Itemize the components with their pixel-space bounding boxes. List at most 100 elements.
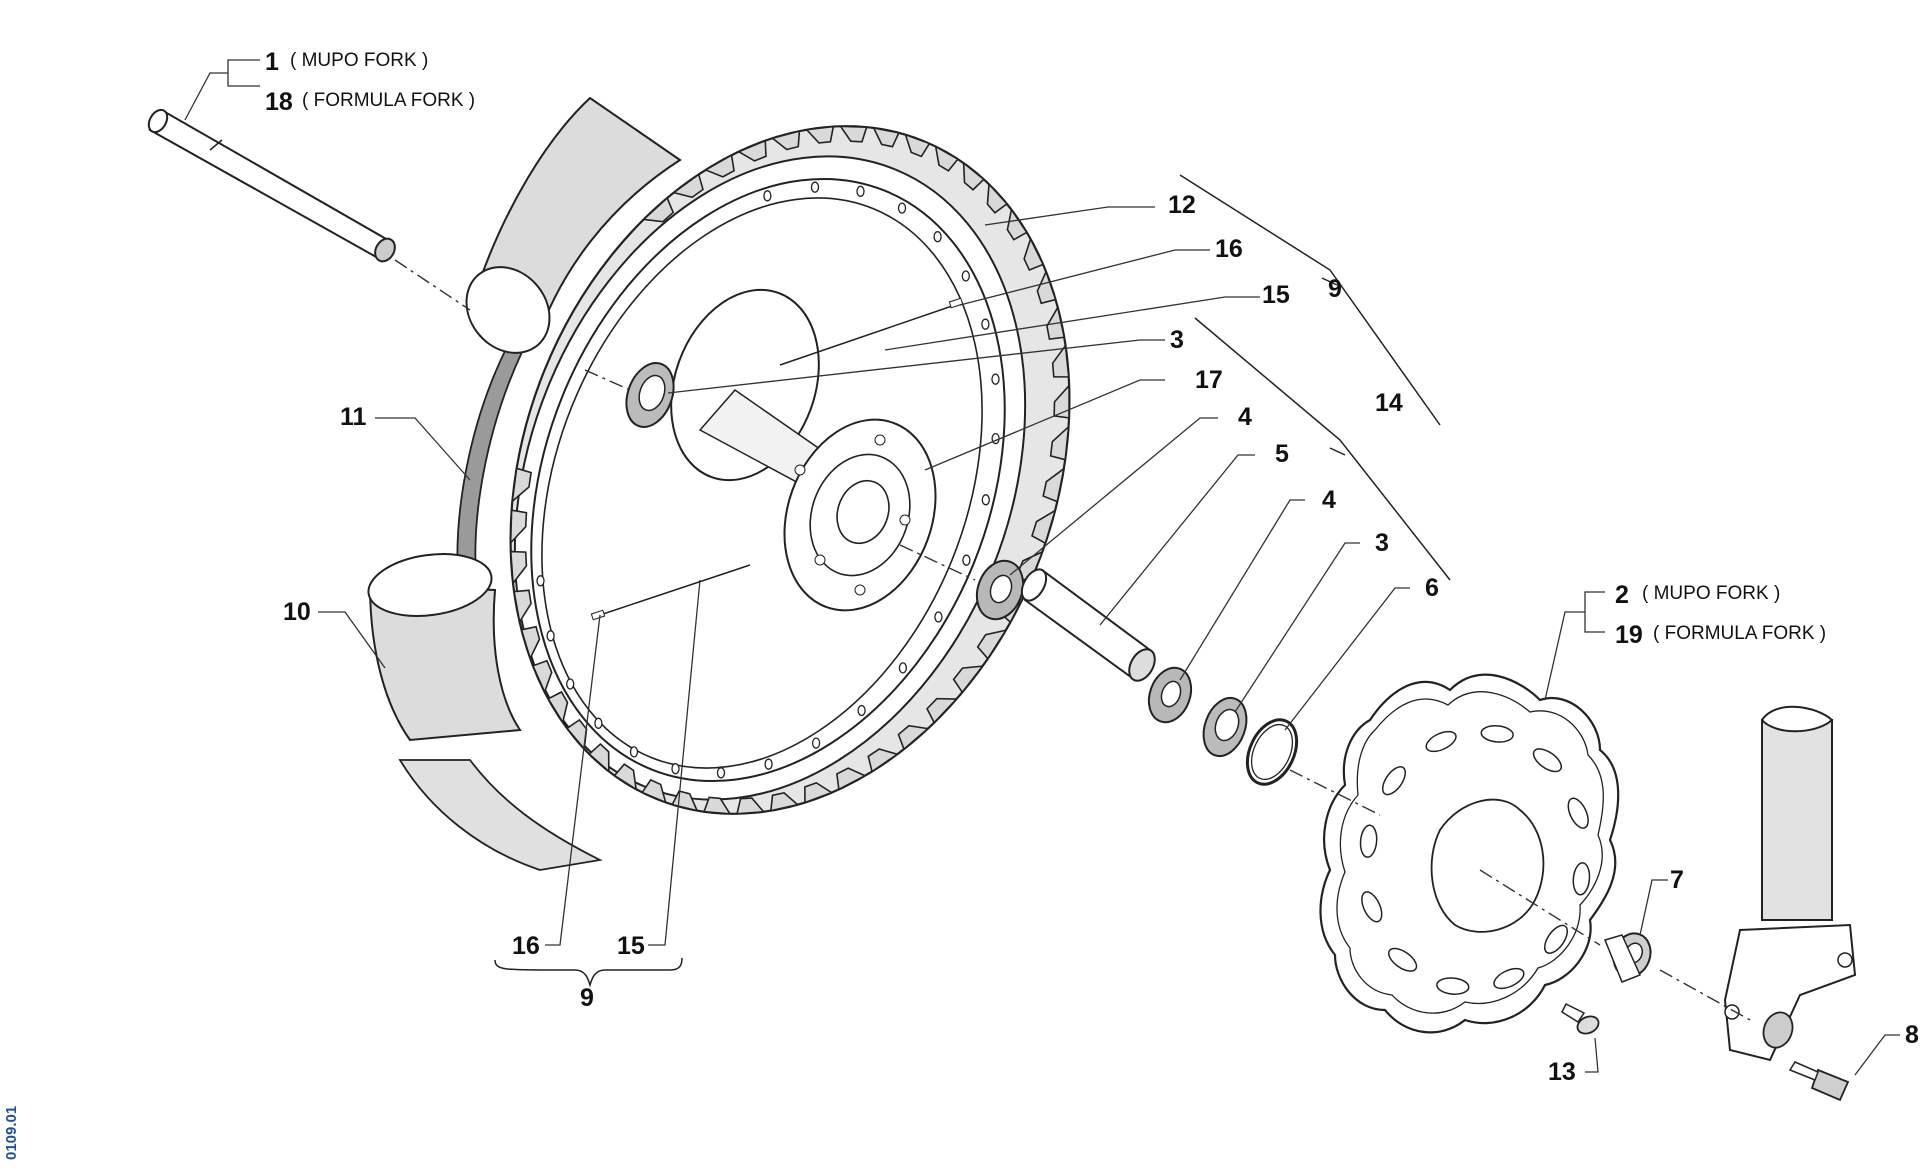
spoke-lower	[590, 564, 751, 621]
tread-block	[904, 133, 931, 158]
spoke-hole	[934, 611, 943, 623]
callout-19-number: 19	[1615, 621, 1643, 649]
spoke-hole	[671, 763, 680, 775]
callout-4-upper-number: 4	[1238, 403, 1252, 431]
disc-slot	[1425, 730, 1457, 753]
callout-2-number: 2	[1615, 581, 1629, 609]
callout-6-number: 6	[1425, 574, 1439, 602]
callout-9-upper-number: 9	[1328, 275, 1342, 303]
tread-block	[897, 724, 930, 751]
disc-slot	[1361, 891, 1383, 923]
spoke-hole	[764, 758, 773, 770]
callout-18-note: ( FORMULA FORK )	[302, 90, 475, 111]
tread-block	[872, 126, 900, 148]
rim-spoke-holes	[536, 181, 1000, 779]
spoke-hole	[991, 373, 1000, 385]
spoke-hole	[566, 678, 575, 690]
callout-1-number: 1	[265, 48, 279, 76]
disc-slot	[1436, 977, 1470, 995]
callout-19-note: ( FORMULA FORK )	[1653, 623, 1826, 644]
disc-slot	[1480, 725, 1514, 743]
tread-block	[1051, 343, 1070, 378]
fork-bolt	[1788, 1061, 1850, 1102]
callout-15-lower-number: 15	[617, 932, 645, 960]
brake-disc-slots	[1359, 725, 1591, 995]
tread-block	[962, 161, 986, 191]
callout-2-note: ( MUPO FORK )	[1642, 583, 1780, 604]
callout-9-lower-number: 9	[580, 984, 594, 1012]
tread-block	[1042, 466, 1066, 503]
spoke-hole	[981, 318, 990, 330]
callout-16-lower-number: 16	[512, 932, 540, 960]
disc-slot	[1387, 947, 1418, 972]
inner-tube-lower	[367, 553, 603, 871]
wheel-assembly	[509, 125, 1071, 815]
tread-block	[976, 629, 1008, 661]
tread-block	[986, 182, 1009, 214]
tyre-tread	[509, 125, 1070, 815]
spoke-hole	[811, 737, 821, 749]
callout-12-number: 12	[1168, 191, 1196, 219]
callout-labels: 1 ( MUPO FORK ) 18 ( FORMULA FORK ) 12 1…	[265, 48, 1919, 1086]
callout-8-number: 8	[1905, 1021, 1919, 1049]
callout-1-note: ( MUPO FORK )	[290, 50, 428, 71]
inner-tube-upper	[465, 96, 682, 354]
spacer-tube-5	[1020, 568, 1156, 682]
bearing-right	[1202, 696, 1248, 758]
callout-18-number: 18	[265, 88, 293, 116]
disc-slot	[1532, 748, 1563, 773]
tread-block	[838, 125, 868, 143]
fork-leg	[1723, 705, 1857, 1062]
disc-slot	[1567, 797, 1589, 829]
bearing-left	[625, 362, 675, 428]
drawing-code: 0109.01	[3, 1106, 20, 1160]
spoke-hole	[898, 662, 908, 674]
tread-block	[804, 781, 834, 804]
tread-block	[1006, 207, 1028, 241]
spoke-hole	[857, 704, 866, 717]
callout-13-number: 13	[1548, 1058, 1576, 1086]
tread-block	[641, 196, 675, 223]
callout-14-number: 14	[1375, 389, 1403, 417]
callout-3-lower-number: 3	[1375, 529, 1389, 557]
tread-block	[934, 144, 960, 172]
spoke-hole	[933, 231, 942, 243]
tread-block	[531, 659, 553, 695]
tread-block	[513, 589, 532, 625]
tread-block	[641, 778, 667, 804]
tread-block	[509, 550, 528, 586]
callout-5-number: 5	[1275, 440, 1289, 468]
tread-block	[509, 509, 528, 545]
disc-slot	[1493, 967, 1525, 990]
spacer-ring-4b	[1147, 666, 1193, 724]
tread-block	[588, 743, 610, 774]
disc-slot	[1381, 766, 1407, 796]
tread-block	[769, 792, 800, 812]
spoke-hole	[536, 575, 545, 587]
brake-disc	[1319, 673, 1620, 1034]
circlip-6	[1245, 718, 1299, 786]
tread-block	[547, 690, 569, 725]
spoke-hole	[810, 181, 820, 193]
tread-block	[613, 763, 638, 791]
spacer-7	[1603, 932, 1652, 983]
tread-block	[1031, 508, 1057, 545]
tread-block	[1023, 236, 1045, 272]
spoke-hole	[962, 554, 971, 566]
group-braces	[494, 174, 1451, 988]
spoke-hole	[897, 202, 907, 214]
callout-11-number: 11	[340, 403, 367, 431]
spoke-hole	[629, 746, 639, 758]
callout-3-upper-number: 3	[1170, 326, 1184, 354]
rim	[530, 178, 1006, 782]
spoke-upper	[779, 297, 964, 366]
tread-block	[671, 173, 704, 199]
callout-7-number: 7	[1670, 866, 1684, 894]
assembly-axis	[394, 259, 1751, 1021]
tread-block	[1049, 424, 1070, 461]
tread-block	[952, 665, 985, 694]
spoke-hole	[961, 270, 970, 282]
disc-slot	[1543, 924, 1569, 954]
